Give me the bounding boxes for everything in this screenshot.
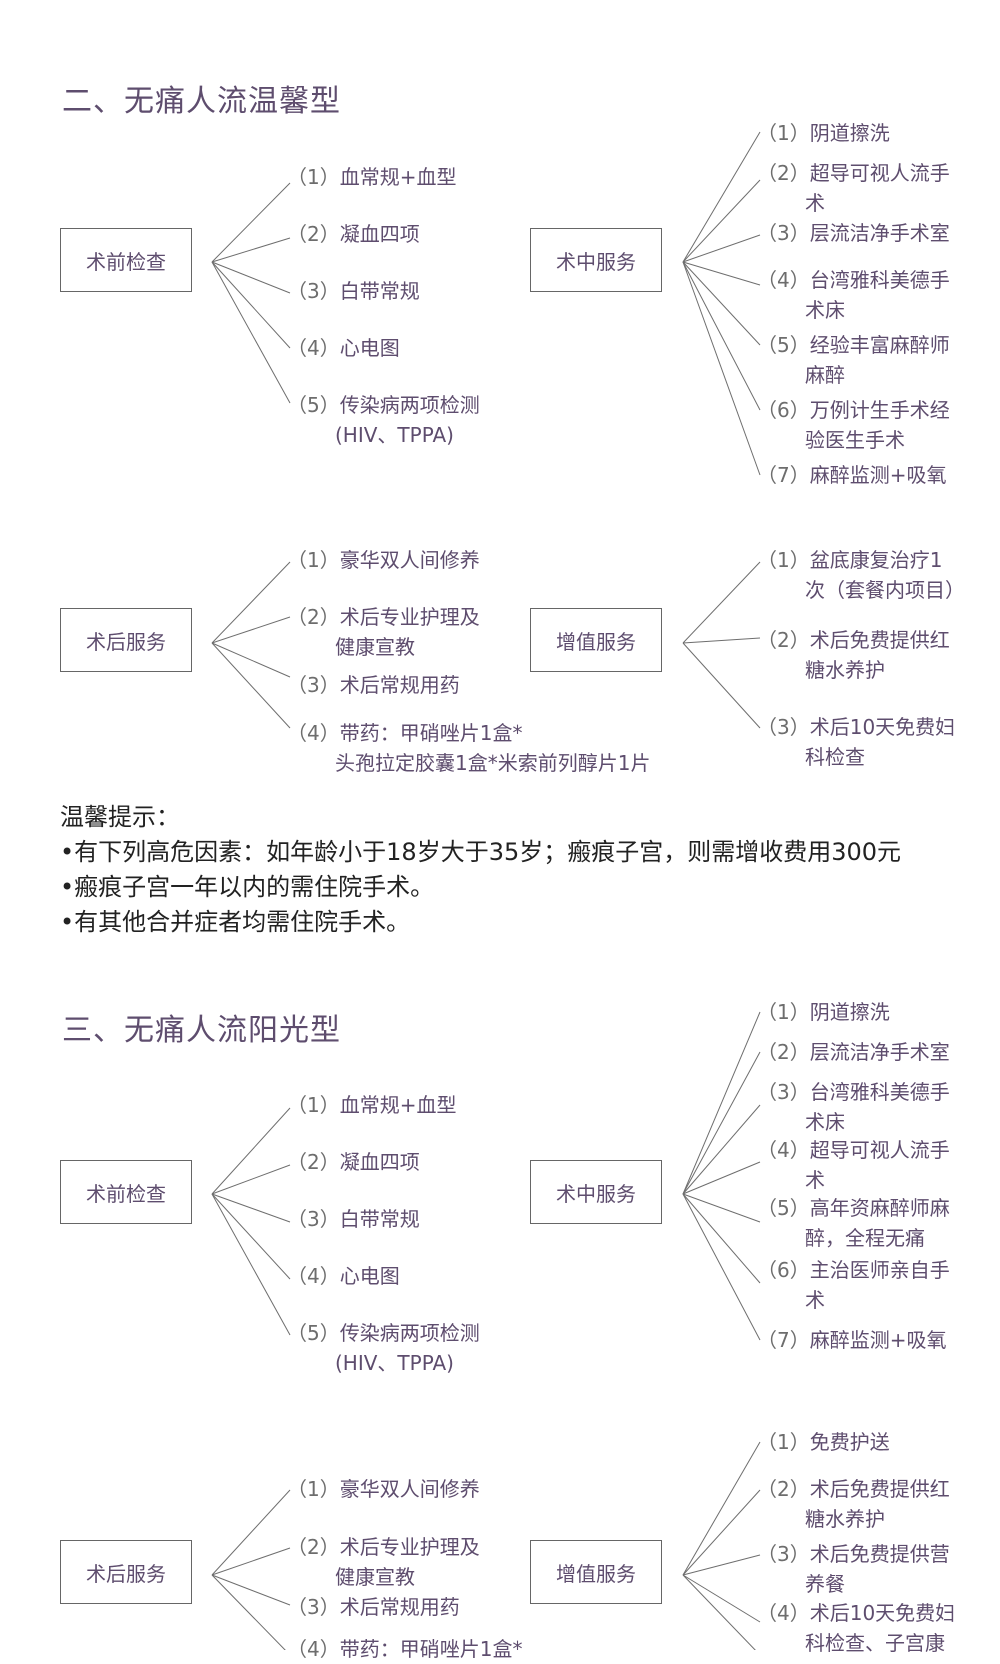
list-item: （4）超导可视人流手术	[757, 1138, 950, 1192]
list-item: （2）超导可视人流手术	[757, 161, 950, 215]
section3-title: 三、无痛人流阳光型	[62, 1013, 341, 1048]
list-item: （3）术后常规用药	[287, 673, 460, 697]
list-item: （7）麻醉监测+吸氧	[757, 463, 947, 487]
list-item: （2）凝血四项	[287, 1150, 420, 1174]
tips-line: •有其他合并症者均需住院手术。	[60, 908, 411, 936]
list-item: （3）术后常规用药	[287, 1595, 460, 1619]
section2-post-box: 术后服务	[60, 608, 192, 672]
list-item: （1）阴道擦洗	[757, 121, 890, 145]
list-item: （4）带药：甲硝唑片1盒*	[287, 1637, 523, 1661]
list-item: （1）阴道擦洗	[757, 1000, 890, 1024]
section2-intra-box: 术中服务	[530, 228, 662, 292]
list-item: （6）主治医师亲自手术	[757, 1258, 950, 1312]
tips-heading: 温馨提示：	[60, 803, 180, 831]
list-item: （3）层流洁净手术室	[757, 221, 950, 245]
list-item: （3）台湾雅科美德手术床	[757, 1080, 950, 1134]
section3-value-box: 增值服务	[530, 1540, 662, 1604]
list-item: （6）万例计生手术经验医生手术	[757, 398, 950, 452]
list-item: （1）豪华双人间修养	[287, 1477, 480, 1501]
list-item: （1）血常规+血型	[287, 165, 457, 189]
list-item: （7）麻醉监测+吸氧	[757, 1328, 947, 1352]
section2-pre-box: 术前检查	[60, 228, 192, 292]
list-item: （3）术后10天免费妇科检查	[757, 715, 956, 769]
list-item: （4）心电图	[287, 336, 400, 360]
list-item: （5）传染病两项检测(HIV、TPPA)	[287, 1321, 480, 1375]
list-item: （3）白带常规	[287, 1207, 420, 1231]
tips-line: •瘢痕子宫一年以内的需住院手术。	[60, 873, 435, 901]
list-item: （1）豪华双人间修养	[287, 548, 480, 572]
list-item: （5）传染病两项检测(HIV、TPPA)	[287, 393, 480, 447]
section2-title: 二、无痛人流温馨型	[62, 84, 341, 119]
tips-block: 温馨提示： •有下列高危因素：如年龄小于18岁大于35岁；瘢痕子宫，则需增收费用…	[60, 800, 901, 940]
list-item: （2）术后免费提供红糖水养护	[757, 628, 950, 682]
list-item: （4）术后10天免费妇科检查、子宫康	[757, 1601, 956, 1655]
list-item: （2）术后专业护理及健康宣教	[287, 605, 480, 659]
list-item: （3）术后免费提供营养餐	[757, 1542, 950, 1596]
list-item: （5）高年资麻醉师麻醉，全程无痛	[757, 1196, 950, 1250]
tips-line: •有下列高危因素：如年龄小于18岁大于35岁；瘢痕子宫，则需增收费用300元	[60, 838, 902, 866]
list-item: （4）带药：甲硝唑片1盒*头孢拉定胶囊1盒*米索前列醇片1片	[287, 721, 651, 775]
section2-value-box: 增值服务	[530, 608, 662, 672]
list-item: （5）经验丰富麻醉师麻醉	[757, 333, 950, 387]
list-item: （1）免费护送	[757, 1430, 890, 1454]
section3-pre-box: 术前检查	[60, 1160, 192, 1224]
list-item: （4）心电图	[287, 1264, 400, 1288]
list-item: （3）白带常规	[287, 279, 420, 303]
list-item: （2）术后专业护理及健康宣教	[287, 1535, 480, 1589]
list-item: （2）层流洁净手术室	[757, 1040, 950, 1064]
section3-post-box: 术后服务	[60, 1540, 192, 1604]
list-item: （2）术后免费提供红糖水养护	[757, 1477, 950, 1531]
list-item: （4）台湾雅科美德手术床	[757, 268, 950, 322]
list-item: （1）血常规+血型	[287, 1093, 457, 1117]
section3-intra-box: 术中服务	[530, 1160, 662, 1224]
list-item: （2）凝血四项	[287, 222, 420, 246]
